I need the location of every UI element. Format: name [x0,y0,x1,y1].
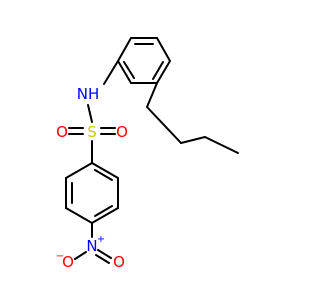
sulfur-label: S [87,123,97,141]
oxygen-left-label: O [56,123,68,141]
upper-ring-double-bond-2 [152,61,164,80]
nitro-nitrogen-label: N [86,237,97,255]
nitro-oxygen-right-label: O [113,253,125,271]
nitro-oxygen-left-label: O [62,253,74,271]
butyl-bond-2 [146,106,182,144]
lower-ring-double-bond-1 [94,169,113,181]
background [0,0,300,300]
butyl-bond-3 [180,136,206,144]
nitro-o-left-bond [74,251,87,260]
nitro-nitrogen-charge: + [97,234,105,245]
bonds [65,37,239,264]
oxygen-right-label: O [116,123,128,141]
upper-ring-double-bond-3 [123,61,135,79]
molecule-canvas: NH S O O N + O − O [0,0,300,300]
butyl-bond-1 [146,82,158,108]
butyl-bond-4 [204,136,239,154]
nitro-o-right-bond-a [97,249,112,259]
lower-ring-double-bond-2 [94,205,113,217]
structure-diagram: NH S O O N + O − O [0,0,300,300]
ring-n-bond [103,60,119,85]
nitro-o-right-bond-b [95,254,110,264]
n-s-bond [87,104,93,123]
nitro-oxygen-left-charge: − [56,251,64,262]
nh-label: NH [77,85,100,103]
